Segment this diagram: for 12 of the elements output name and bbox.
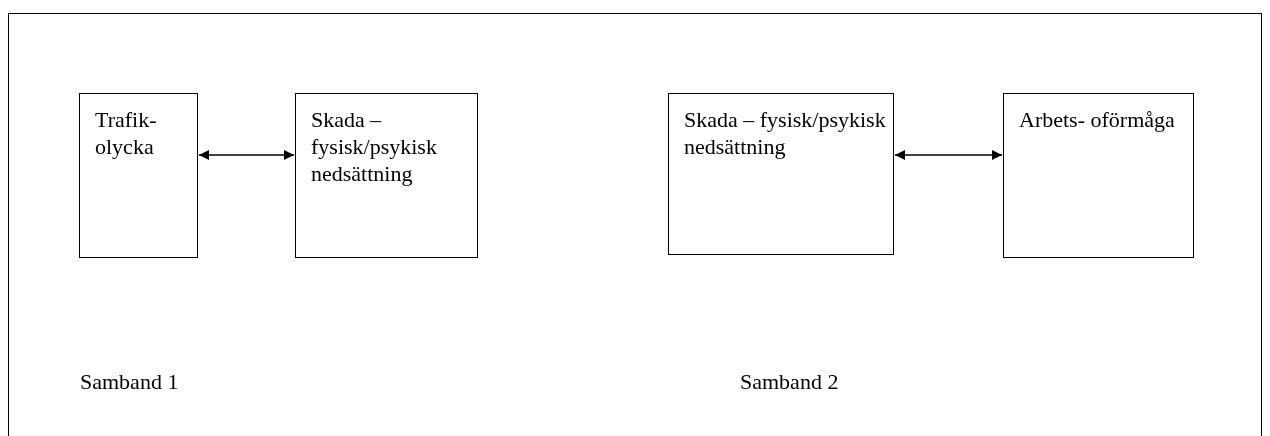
process-box <box>295 93 478 258</box>
box-text: Skada – fysisk/psykisk nedsättning <box>311 106 438 187</box>
box-text: Skada – fysisk/psykisk nedsättning <box>684 106 887 160</box>
process-box <box>79 93 198 258</box>
caption-label: Samband 1 <box>80 368 179 395</box>
double-arrow <box>894 150 1003 160</box>
process-box <box>1003 93 1194 258</box>
box-text: Trafik- olycka <box>95 106 158 160</box>
process-box <box>668 93 894 255</box>
caption-label: Samband 2 <box>740 368 839 395</box>
box-text: Arbets- oförmåga <box>1019 106 1176 133</box>
double-arrow <box>198 150 295 160</box>
